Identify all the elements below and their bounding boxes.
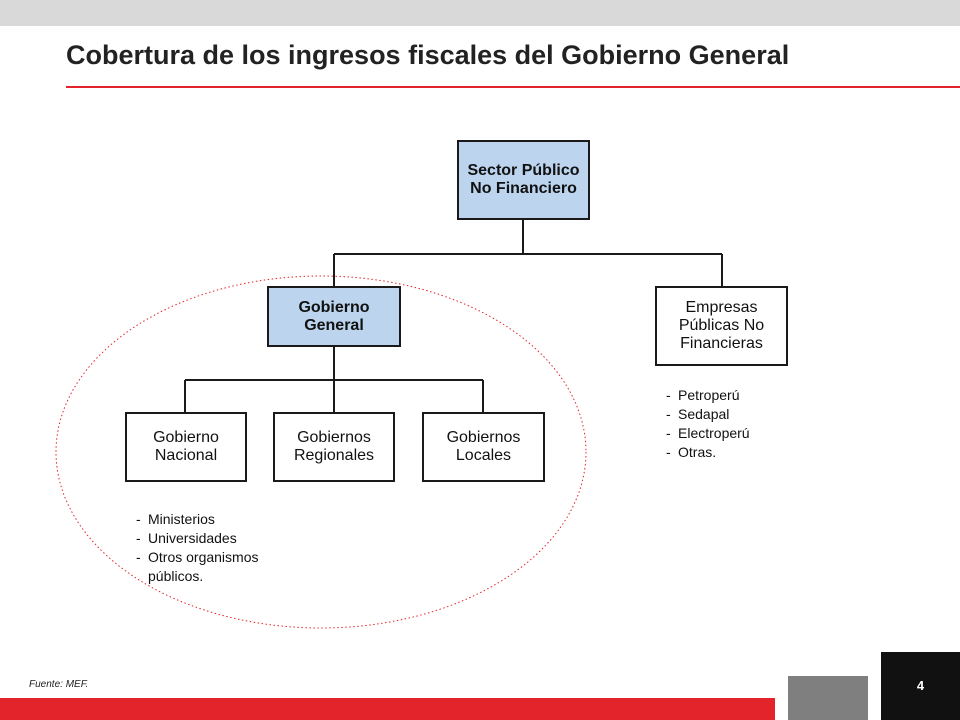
empresas-list: Petroperú Sedapal Electroperú Otras. [666,386,796,462]
node-empresas-publicas-no-financieras: Empresas Públicas No Financieras [655,286,788,366]
bottom-gray-block [788,676,868,720]
node-gobierno-general: Gobierno General [267,286,401,347]
title-underline [66,86,960,88]
list-item: Sedapal [666,405,796,424]
page-number: 4 [881,652,960,720]
slide-title: Cobertura de los ingresos fiscales del G… [66,40,790,70]
gobierno-general-coverage-ellipse [55,275,587,629]
list-item: Petroperú [666,386,796,405]
list-item: Ministerios [136,510,296,529]
node-gobiernos-regionales: Gobiernos Regionales [273,412,395,482]
node-gobierno-nacional: Gobierno Nacional [125,412,247,482]
gobierno-nacional-list: Ministerios Universidades Otros organism… [136,510,296,586]
node-gobiernos-locales: Gobiernos Locales [422,412,545,482]
list-item: Electroperú [666,424,796,443]
list-item: Otras. [666,443,796,462]
top-band [0,0,960,26]
list-item: Otros organismos públicos. [136,548,296,586]
list-item: Universidades [136,529,296,548]
node-sector-publico-no-financiero: Sector Público No Financiero [457,140,590,220]
bottom-red-band [0,698,775,720]
source-note: Fuente: MEF. [29,679,89,690]
